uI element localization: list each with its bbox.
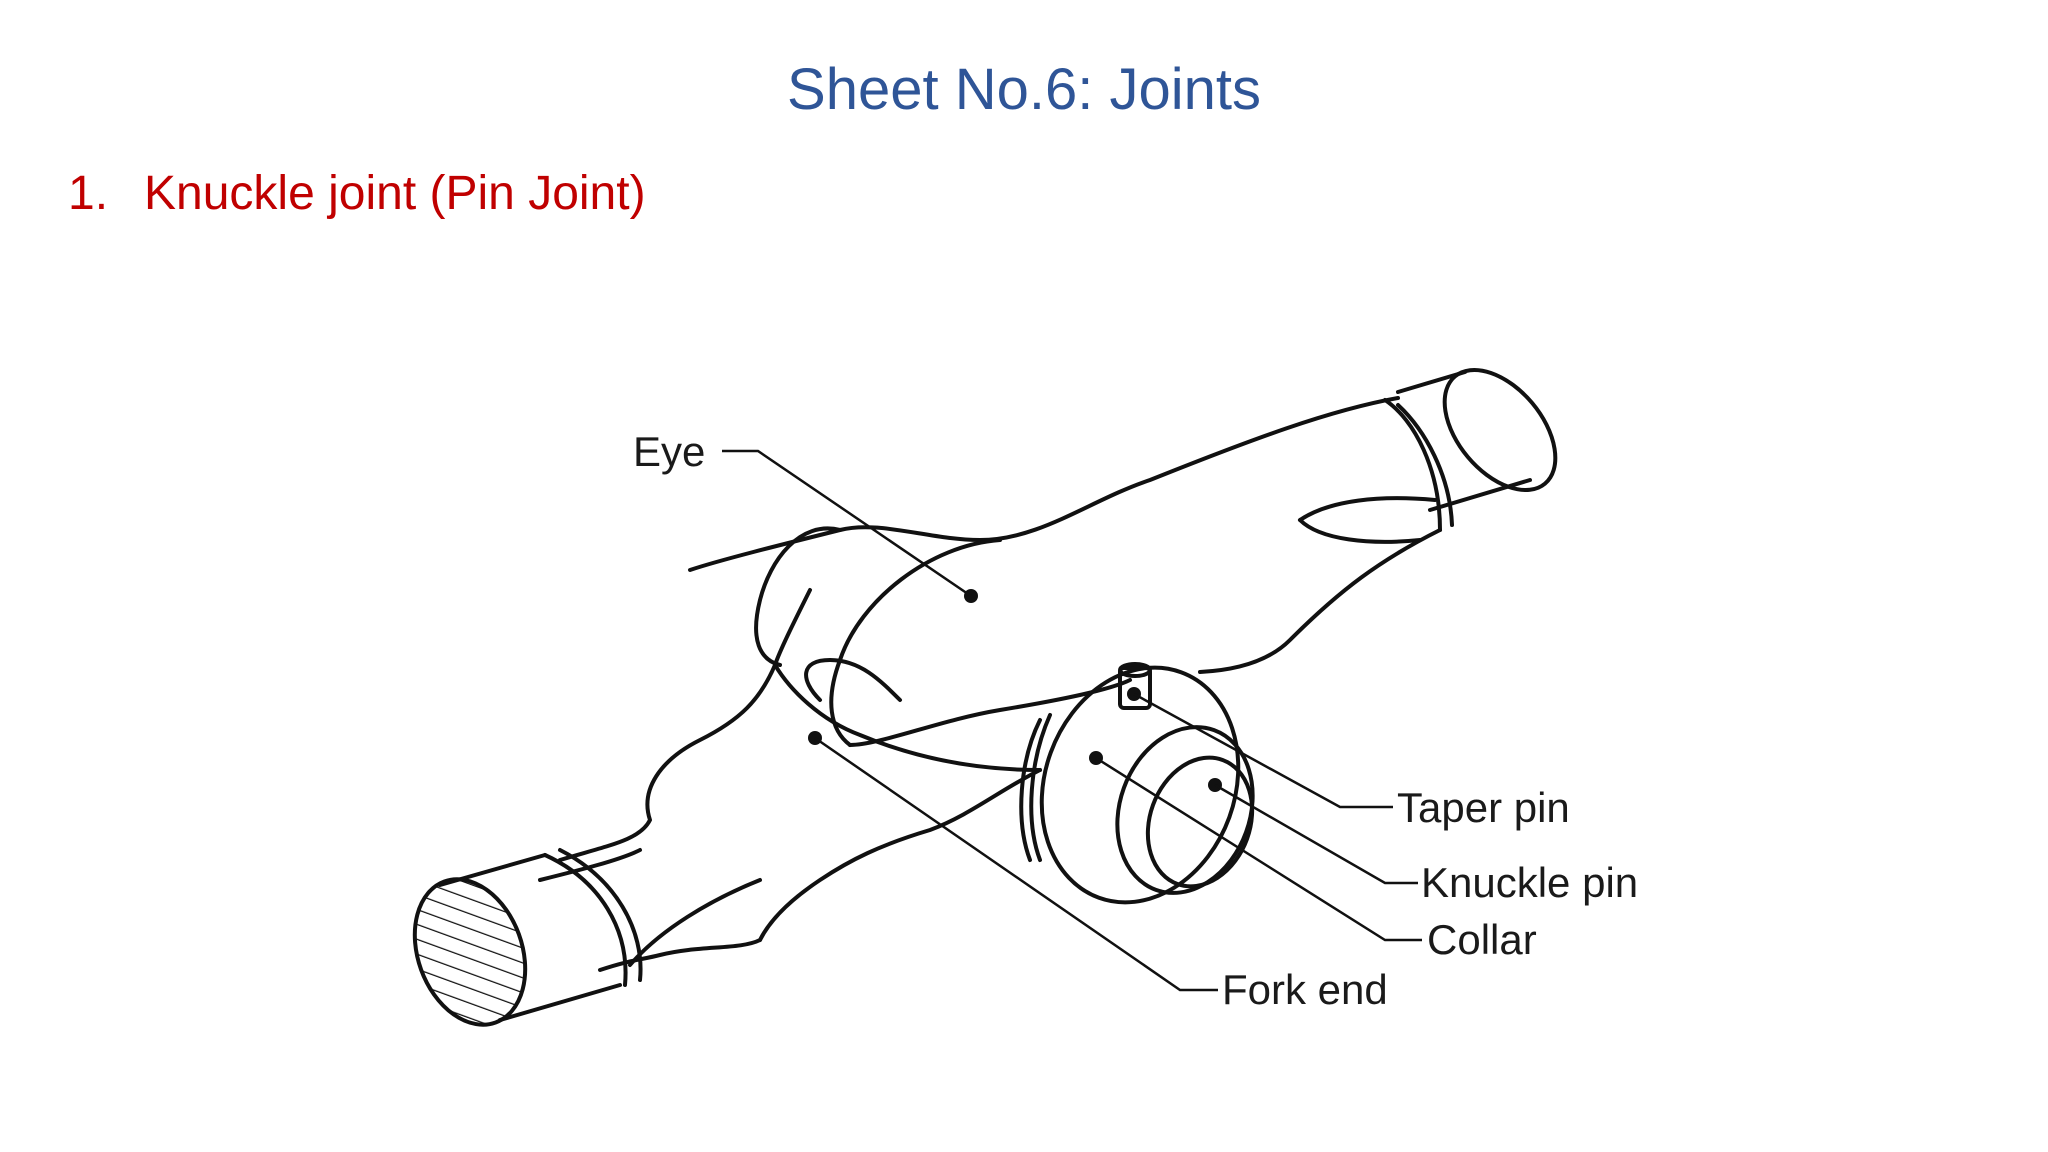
label-taper-pin: Taper pin xyxy=(1397,784,1570,831)
section-heading: 1. Knuckle joint (Pin Joint) xyxy=(68,167,646,221)
knuckle-pin-end xyxy=(1145,755,1255,889)
section-heading-text: Knuckle joint (Pin Joint) xyxy=(144,167,646,220)
knuckle-pin-leader xyxy=(1214,783,1418,885)
label-eye: Eye xyxy=(633,428,705,475)
list-number: 1. xyxy=(68,167,109,220)
fork-end xyxy=(538,588,1042,972)
taper-pin-leader xyxy=(1133,692,1393,809)
fork-end-leader xyxy=(814,736,1218,992)
leader-lines xyxy=(722,449,1422,992)
right-rod xyxy=(1383,367,1558,532)
left-rod xyxy=(412,848,643,1027)
eye-rod xyxy=(688,396,1442,747)
label-knuckle-pin: Knuckle pin xyxy=(1421,859,1638,906)
collar-leader xyxy=(1095,756,1422,942)
slide-title: Sheet No.6: Joints xyxy=(787,57,1261,122)
label-fork-end: Fork end xyxy=(1222,966,1388,1013)
eye-leader xyxy=(722,449,972,598)
label-collar: Collar xyxy=(1427,916,1537,963)
collar-ring xyxy=(1039,665,1241,905)
taper-pin-shape xyxy=(1118,666,1152,710)
collar-and-pin xyxy=(1019,662,1255,905)
